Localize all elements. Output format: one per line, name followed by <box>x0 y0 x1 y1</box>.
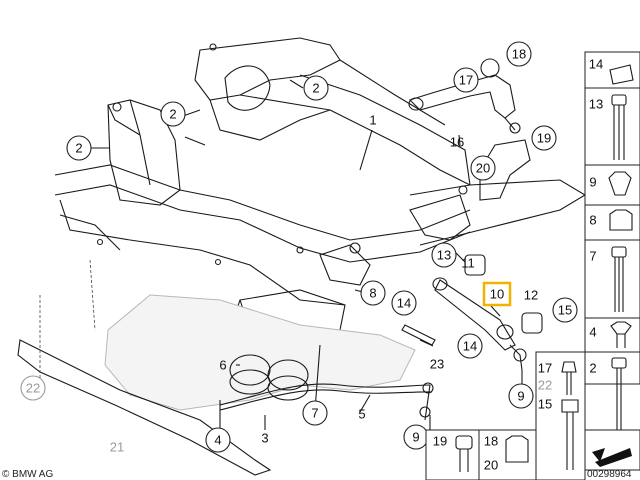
svg-text:2: 2 <box>169 107 176 122</box>
callout-6[interactable]: 6 <box>219 358 226 373</box>
svg-text:10: 10 <box>490 287 504 302</box>
svg-text:2: 2 <box>589 361 596 376</box>
svg-text:17: 17 <box>538 361 552 376</box>
upper-control-arm <box>408 58 521 134</box>
svg-text:16: 16 <box>450 135 464 150</box>
callout-10-highlighted[interactable]: 10 <box>482 281 512 307</box>
callout-23[interactable]: 23 <box>430 357 444 372</box>
svg-text:2: 2 <box>75 141 82 156</box>
svg-text:18: 18 <box>512 47 526 62</box>
callout-20-diagram[interactable]: 20 <box>470 155 496 181</box>
svg-text:15: 15 <box>558 303 572 318</box>
side-item-8[interactable]: 8 <box>589 209 633 231</box>
callout-14-upper[interactable]: 14 <box>391 290 417 316</box>
svg-text:11: 11 <box>461 256 475 271</box>
side-parts-panel: 14 13 9 8 7 4 <box>584 51 640 430</box>
svg-text:8: 8 <box>589 213 596 228</box>
callout-15-diagram[interactable]: 15 <box>552 297 578 323</box>
bottom-item-15[interactable]: 15 <box>538 397 579 471</box>
svg-text:9: 9 <box>517 389 524 404</box>
copyright-text: © BMW AG <box>2 469 53 480</box>
svg-text:13: 13 <box>437 248 451 263</box>
side-item-9[interactable]: 9 <box>589 171 632 196</box>
svg-text:22: 22 <box>26 381 40 396</box>
side-item-14[interactable]: 14 <box>589 57 634 85</box>
svg-text:13: 13 <box>589 97 603 112</box>
svg-text:8: 8 <box>369 286 376 301</box>
svg-text:21: 21 <box>110 440 124 455</box>
svg-text:6: 6 <box>219 358 226 373</box>
svg-text:5: 5 <box>358 407 365 422</box>
bottom-item-19[interactable]: 19 <box>433 434 473 473</box>
stabilizer-bar <box>219 382 434 421</box>
bottom-item-22[interactable]: 22 <box>538 378 552 393</box>
svg-text:7: 7 <box>311 406 318 421</box>
svg-text:20: 20 <box>476 161 490 176</box>
svg-text:1: 1 <box>369 113 376 128</box>
svg-text:19: 19 <box>537 131 551 146</box>
callout-16[interactable]: 16 <box>450 135 464 150</box>
diagram-code: 00298964 <box>587 469 632 480</box>
side-item-7[interactable]: 7 <box>589 246 627 312</box>
svg-text:3: 3 <box>261 431 268 446</box>
callout-13-diagram[interactable]: 13 <box>431 242 457 268</box>
svg-text:14: 14 <box>397 296 411 311</box>
svg-text:18: 18 <box>484 434 498 449</box>
svg-text:9: 9 <box>412 430 419 445</box>
callout-21[interactable]: 21 <box>110 440 124 455</box>
bottom-item-20[interactable]: 20 <box>484 458 498 473</box>
side-item-13[interactable]: 13 <box>589 94 627 160</box>
callout-2-c[interactable]: 2 <box>66 135 92 161</box>
pin-23 <box>401 324 436 346</box>
direction-arrow-icon <box>584 429 640 471</box>
bottom-item-17[interactable]: 17 <box>538 361 577 396</box>
wishbone-arm <box>432 277 527 371</box>
svg-text:14: 14 <box>589 57 603 72</box>
bottom-item-18[interactable]: 18 <box>484 434 529 463</box>
callout-1[interactable]: 1 <box>369 113 376 128</box>
svg-text:4: 4 <box>589 325 596 340</box>
callout-9-bottom[interactable]: 9 <box>403 424 429 450</box>
side-item-4[interactable]: 4 <box>589 321 632 348</box>
engine-mounts <box>229 354 309 401</box>
callout-4-diagram[interactable]: 4 <box>205 427 231 453</box>
svg-text:19: 19 <box>433 434 447 449</box>
callout-11[interactable]: 11 <box>461 256 475 271</box>
underbody-guard <box>17 259 416 476</box>
callout-5[interactable]: 5 <box>358 407 365 422</box>
callout-3[interactable]: 3 <box>261 431 268 446</box>
svg-text:7: 7 <box>589 249 596 264</box>
side-item-2[interactable]: 2 <box>589 357 627 430</box>
svg-text:17: 17 <box>459 73 473 88</box>
callout-22-diagram[interactable]: 22 <box>20 375 46 401</box>
svg-text:9: 9 <box>589 175 596 190</box>
callout-14-lower[interactable]: 14 <box>457 333 483 359</box>
callout-19-diagram[interactable]: 19 <box>531 125 557 151</box>
svg-text:12: 12 <box>524 288 538 303</box>
callout-17-diagram[interactable]: 17 <box>453 67 479 93</box>
callout-2-b[interactable]: 2 <box>160 101 186 127</box>
callout-18-diagram[interactable]: 18 <box>506 41 532 67</box>
svg-text:23: 23 <box>430 357 444 372</box>
footer: © BMW AG 00298964 <box>2 469 632 480</box>
callout-9-right[interactable]: 9 <box>508 383 534 409</box>
callout-12[interactable]: 12 <box>524 288 538 303</box>
svg-text:15: 15 <box>538 397 552 412</box>
callout-7-diagram[interactable]: 7 <box>302 400 328 426</box>
svg-text:20: 20 <box>484 458 498 473</box>
svg-text:2: 2 <box>312 81 319 96</box>
callout-8-diagram[interactable]: 8 <box>360 280 386 306</box>
bottom-parts-panel: 17 22 15 19 18 20 <box>425 351 586 480</box>
callout-2-a[interactable]: 2 <box>303 75 329 101</box>
svg-text:22: 22 <box>538 378 552 393</box>
svg-text:4: 4 <box>214 433 221 448</box>
bushings <box>464 254 543 334</box>
svg-text:14: 14 <box>463 339 477 354</box>
